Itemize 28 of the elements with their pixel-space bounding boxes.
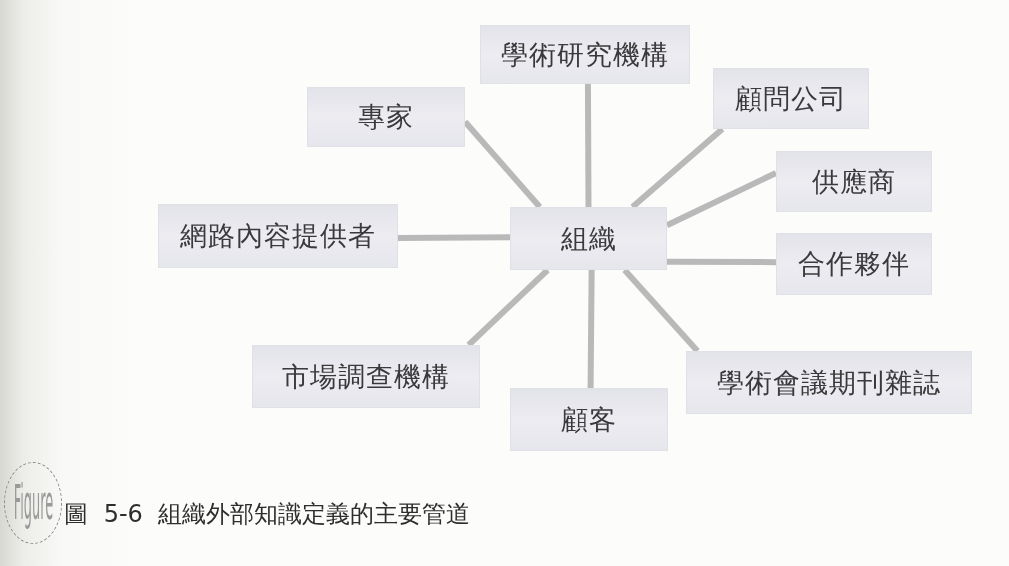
connector-line (665, 170, 778, 228)
figure-label: Figure (13, 478, 53, 528)
node-label: 供應商 (812, 165, 896, 197)
hub-box (510, 207, 667, 270)
connector-line (667, 258, 776, 266)
connector-line (622, 268, 700, 353)
connector-line (584, 84, 592, 207)
source-box (158, 204, 398, 268)
source-box (510, 388, 668, 451)
figure-caption: 圖 5-6 組織外部知識定義的主要管道 (64, 499, 471, 530)
node-label: 顧客 (561, 403, 617, 435)
source-box (480, 25, 690, 84)
source-box (252, 345, 480, 408)
connector-line (587, 269, 595, 389)
source-box (307, 87, 465, 147)
node-label: 學術會議期刊雜誌 (717, 366, 941, 398)
node-label: 專家 (358, 101, 414, 133)
node-label: 學術研究機構 (501, 38, 669, 70)
connector-line (397, 234, 511, 241)
node-label: 市場調查機構 (282, 360, 450, 392)
node-label: 組織 (560, 222, 617, 254)
source-box (713, 68, 869, 129)
source-box (776, 151, 932, 212)
node-label: 合作夥伴 (798, 248, 910, 280)
node-label: 網路內容提供者 (180, 220, 376, 252)
source-box (686, 351, 972, 414)
node-label: 顧問公司 (735, 82, 847, 114)
source-box (776, 233, 932, 295)
